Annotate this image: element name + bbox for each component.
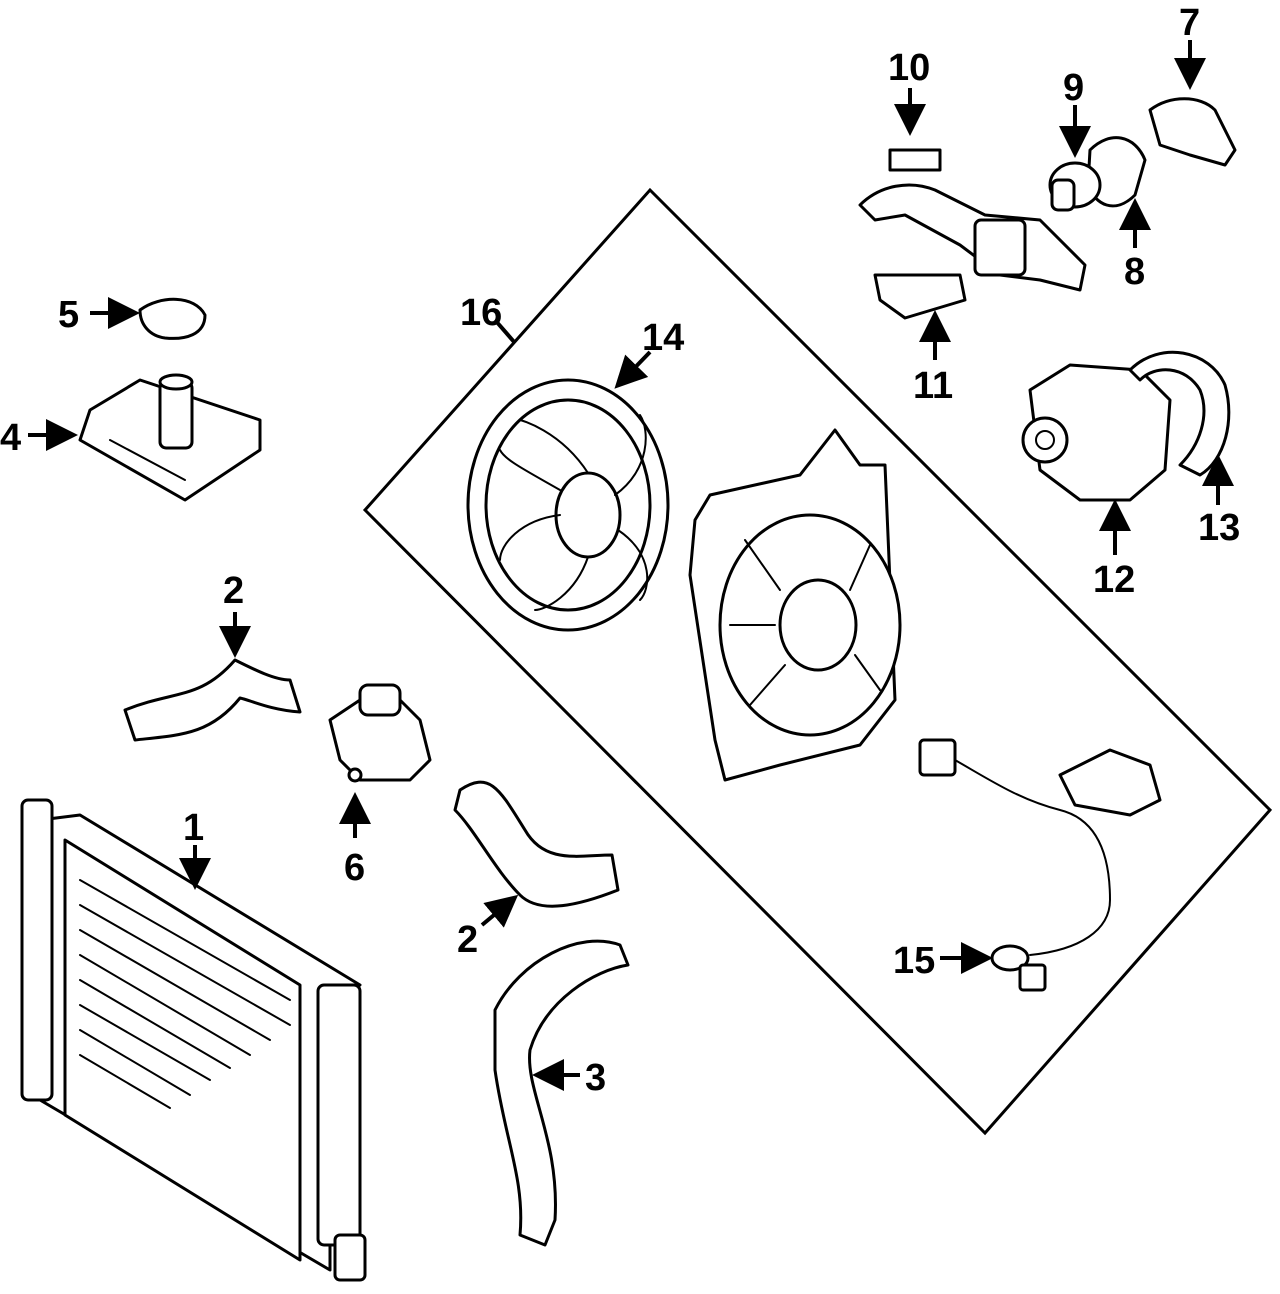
upper-radiator-hose [123,658,302,742]
fan-shroud [688,428,902,782]
leader-2b [480,894,519,928]
callout-12: 12 [1093,559,1135,601]
radiator [20,798,367,1282]
callout-16: 16 [460,292,502,334]
reservoir-cap [138,297,207,340]
fan-assembly-boundary [362,187,1273,1136]
callout-1: 1 [183,807,204,849]
pipe-gasket [873,273,967,320]
callout-4: 4 [0,417,21,459]
callout-2a: 2 [223,570,244,612]
callout-13: 13 [1198,507,1240,549]
leader-14 [614,350,652,389]
water-pump [1021,363,1172,502]
fan-wiring-harness [918,738,1162,992]
cooling-fan [466,378,670,632]
callout-14: 14 [642,317,684,359]
thermostat-housing [328,683,432,783]
callout-6: 6 [344,847,365,889]
callout-8: 8 [1124,251,1145,293]
callout-7: 7 [1179,2,1200,44]
coolant-reservoir [78,373,262,502]
water-outlet-fitting [1148,97,1237,167]
lower-radiator-hose [493,939,630,1247]
water-pump-gasket [1128,350,1231,477]
leader-16 [493,318,517,345]
middle-radiator-hose [453,780,620,908]
callout-2b: 2 [457,919,478,961]
callout-11: 11 [913,365,953,407]
callout-9: 9 [1063,67,1084,109]
water-pipe [858,148,1087,292]
callout-10: 10 [888,47,930,89]
callout-15: 15 [893,940,935,982]
thermostat [1048,161,1102,212]
callout-3: 3 [585,1057,606,1099]
callout-5: 5 [58,294,79,336]
